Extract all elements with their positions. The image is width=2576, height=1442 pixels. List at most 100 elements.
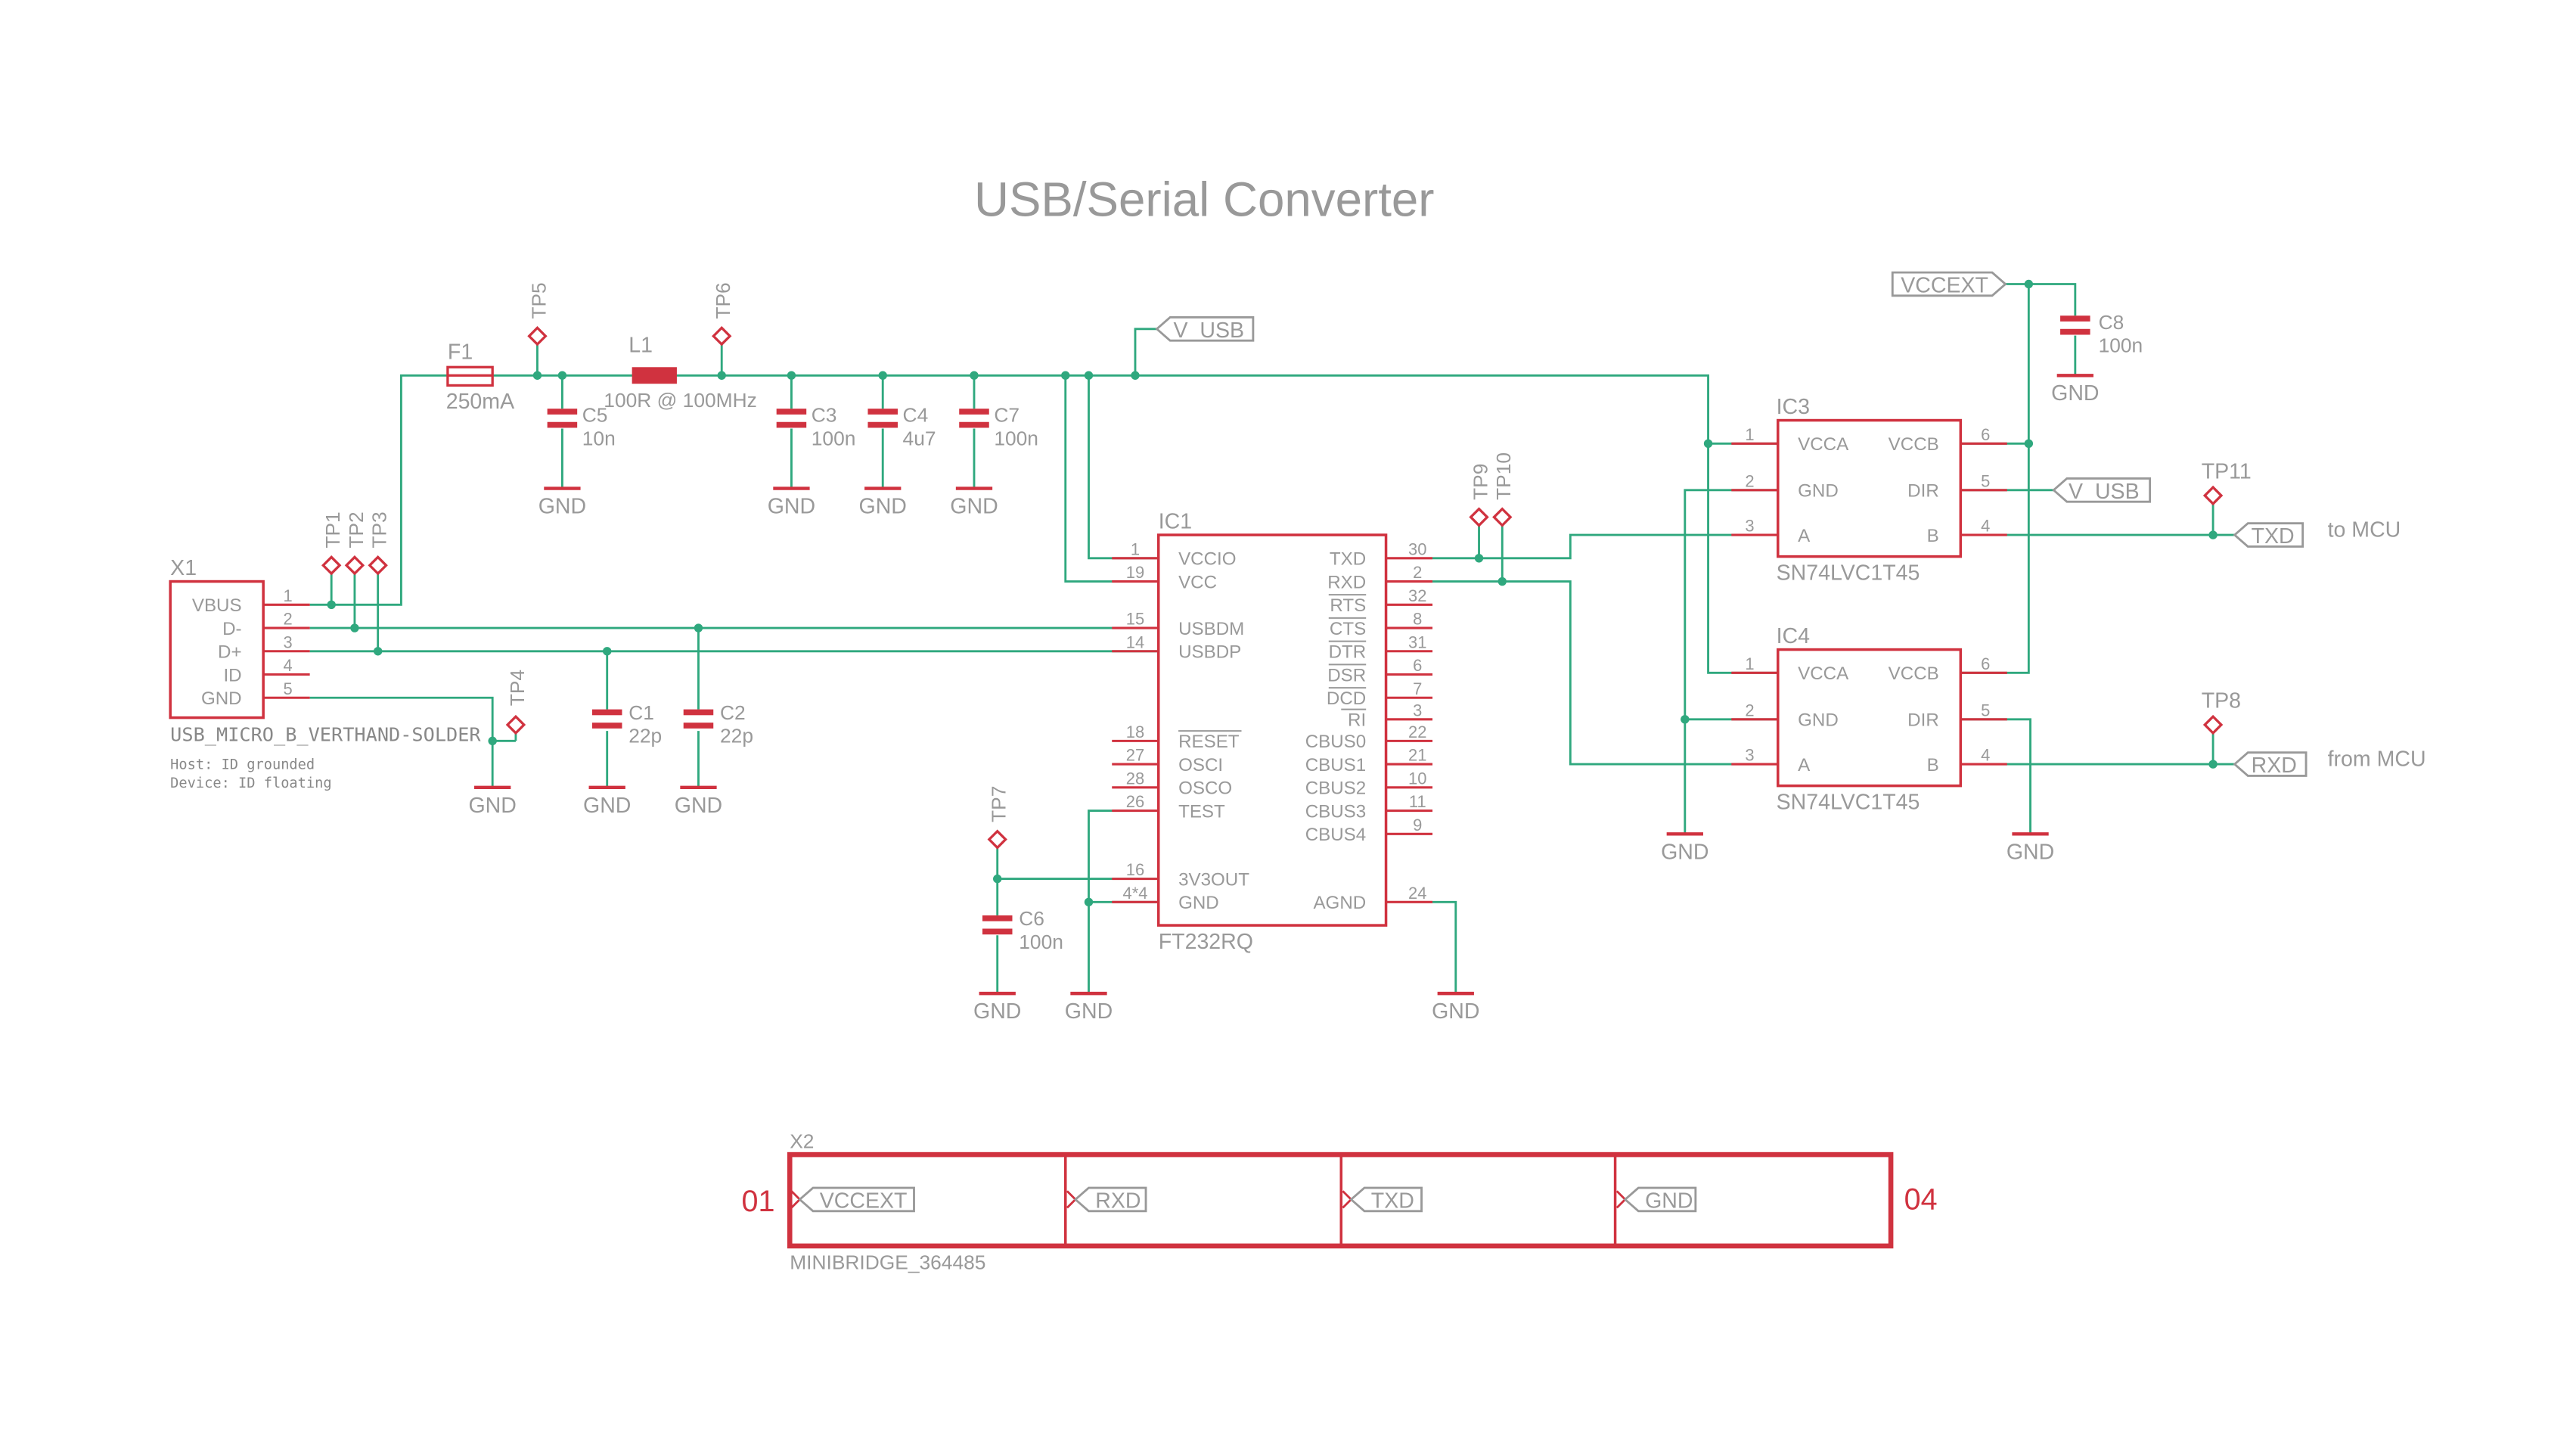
ic1-right-pin-label: DSR [1327, 665, 1366, 685]
ic1-value: FT232RQ [1159, 930, 1253, 954]
ic1-right-pin-number: 31 [1408, 632, 1426, 651]
x2-net-flag-text: VCCEXT [820, 1189, 908, 1213]
ic1-left-pin-label: OSCO [1178, 778, 1232, 799]
ic1-right-pin-number: 6 [1413, 656, 1422, 675]
junction-dot [1474, 554, 1484, 563]
capacitor-c6: C6 100n [982, 907, 1063, 953]
ic1-right-pin-label: CBUS2 [1305, 778, 1367, 799]
rxd-text: RXD [2252, 754, 2297, 778]
capacitor-c2: C2 22p [683, 701, 753, 747]
ic1-right-pin-number: 22 [1408, 723, 1426, 741]
junction-dots [327, 279, 2218, 907]
ic1-left-pin-number: 15 [1126, 610, 1144, 629]
c5-name: C5 [582, 404, 608, 427]
ic1-right-pin-label: DTR [1329, 642, 1367, 663]
ic4-left-pin-number: 2 [1745, 701, 1754, 719]
junction-dot [1131, 371, 1140, 380]
x1-pin-number: 4 [284, 656, 293, 675]
x1-pin-number: 1 [284, 586, 293, 605]
junction-dot [2208, 530, 2218, 539]
c3-name: C3 [812, 404, 837, 427]
test-point-tp6: TP6 [712, 282, 734, 347]
x1-pin-number: 5 [284, 679, 293, 698]
ic1-left-pin-number: 27 [1126, 746, 1144, 765]
ic1-left-pin-label: RESET [1178, 732, 1240, 752]
ic4-left-pin-label: A [1798, 755, 1811, 775]
net-label-rxd: RXD [2233, 751, 2308, 778]
ic1-pins: VCCIO1VCC19USBDM15USBDP14RESET18OSCI27OS… [1112, 539, 1433, 913]
ic1-right-pin-label: CBUS3 [1305, 801, 1367, 822]
ic1-left-pin-label: OSCI [1178, 755, 1223, 775]
capacitor-c8: C8 100n [2060, 311, 2143, 357]
c6-name: C6 [1019, 907, 1044, 930]
capacitors: C5 10n C3 100n C4 4u7 C7 100n C1 22p C2 … [547, 311, 2143, 953]
junction-dot [787, 371, 796, 380]
ic1-left-pin-number: 16 [1126, 860, 1144, 879]
ic1-right-pin-number: 7 [1413, 679, 1422, 698]
x2-value: MINIBRIDGE_364485 [790, 1251, 985, 1274]
net-label-v-usb-top: V_USB [1155, 315, 1255, 343]
c1-name: C1 [628, 701, 654, 724]
tp7-label: TP7 [988, 786, 1010, 822]
v-usb-top-text: V_USB [1173, 319, 1244, 343]
test-points: TP1 TP2 TP3 TP4 TP5 TP6 TP7 TP8 [321, 282, 2252, 850]
c2-value: 22p [720, 725, 753, 747]
ic4-value: SN74LVC1T45 [1777, 790, 1920, 814]
test-point-tp5: TP5 [527, 282, 550, 347]
x1-value: USB_MICRO_B_VERTHAND-SOLDER [170, 723, 481, 745]
test-point-tp8: TP8 [2202, 688, 2241, 735]
f1-value: 250mA [446, 390, 514, 414]
f1-name: F1 [448, 340, 473, 364]
ic3-right-pin-label: DIR [1907, 481, 1939, 502]
c4-name: C4 [903, 404, 929, 427]
ic1-right-pin-number: 30 [1408, 539, 1426, 558]
fuse-f1: F1 250mA [446, 340, 514, 414]
ic1-right-pin-number: 2 [1413, 563, 1422, 582]
ic4-left-pin-number: 3 [1745, 746, 1754, 765]
gnd-label: GND [675, 794, 722, 818]
ic1-right-pin-label: RXD [1327, 572, 1366, 592]
test-point-tp2: TP2 [344, 511, 368, 576]
junction-dot [532, 371, 542, 380]
ic1-right-pin-label: CTS [1330, 619, 1366, 639]
ic1-right-pin-number: 11 [1409, 792, 1426, 811]
junction-dot [993, 874, 1002, 884]
x2-net-flag [1349, 1186, 1423, 1213]
junction-dot [2208, 760, 2218, 769]
ic1-right-pin-number: 8 [1413, 610, 1422, 629]
net-label-vccext: VCCEXT [1891, 271, 2007, 297]
c2-name: C2 [720, 701, 746, 724]
ic1-right-pin-label: RI [1348, 710, 1366, 731]
ic4-right-pin-label: DIR [1907, 710, 1939, 731]
x1-note-host: Host: ID grounded [170, 757, 315, 773]
ic3-left-pin-label: VCCA [1798, 434, 1849, 455]
ic3-right-pin-number: 5 [1981, 471, 1990, 490]
ic3-name: IC3 [1777, 395, 1810, 419]
ic1-left-pin-number: 19 [1126, 563, 1144, 582]
schematic-title: USB/Serial Converter [974, 172, 1434, 226]
junction-dot [557, 371, 567, 380]
junction-dot [970, 371, 979, 380]
ic3-value: SN74LVC1T45 [1777, 561, 1920, 585]
x2-net-flag-text: TXD [1371, 1189, 1414, 1213]
ic1-left-pin-label: TEST [1178, 801, 1225, 822]
ic3-left-pin-number: 2 [1745, 471, 1754, 490]
x1-pin-label: D+ [218, 642, 242, 663]
capacitor-c1: C1 22p [591, 701, 662, 747]
ic4-right-pin-label: B [1927, 755, 1939, 775]
x2-name: X2 [790, 1130, 814, 1152]
ic3-left-pin-number: 1 [1745, 425, 1754, 444]
gnd-label: GND [768, 495, 815, 519]
tp2-label: TP2 [345, 511, 368, 548]
tp1-label: TP1 [321, 511, 344, 548]
net-wires [309, 283, 2235, 994]
l1-value: 100R @ 100MHz [604, 389, 756, 412]
junction-dot [488, 736, 497, 746]
tp11-label: TP11 [2202, 459, 2252, 483]
ic4-right-pin-number: 6 [1981, 654, 1990, 673]
x2-start-num: 01 [742, 1185, 775, 1218]
